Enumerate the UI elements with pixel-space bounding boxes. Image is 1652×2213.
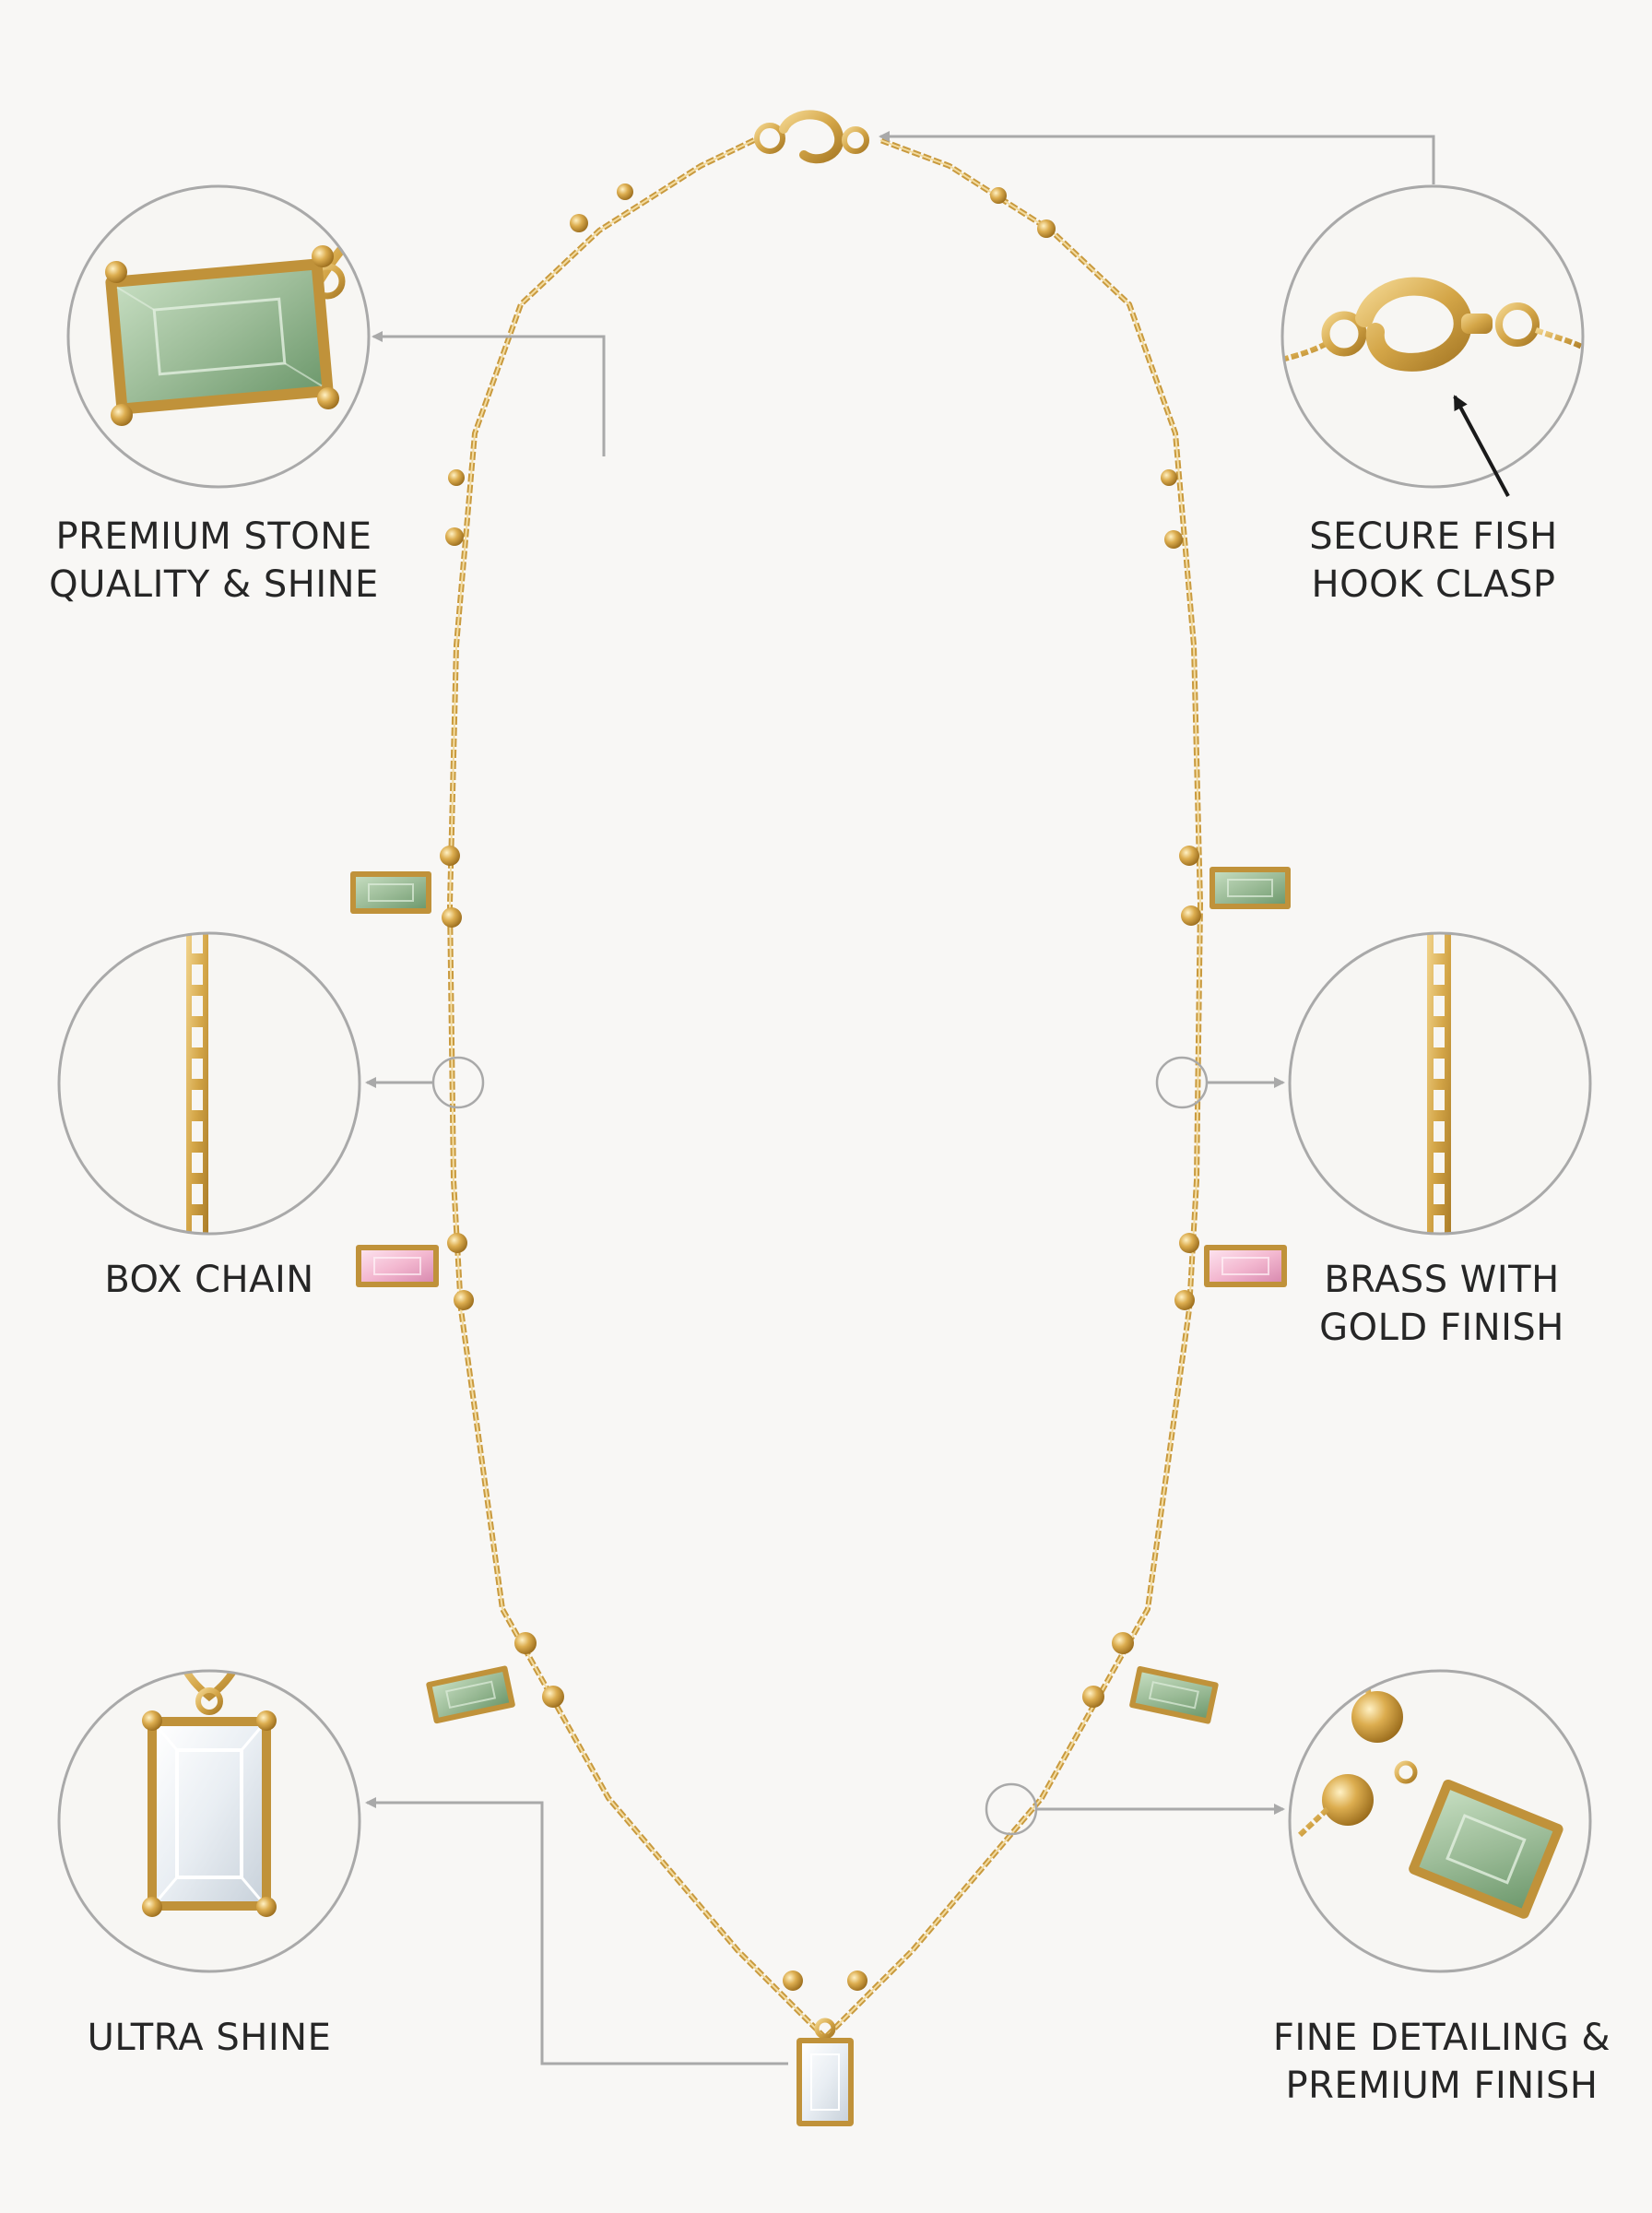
pink-stone-charm [1204, 1245, 1287, 1287]
callout-line-shine [365, 1797, 788, 2065]
feature-label-line: QUALITY & SHINE [49, 563, 379, 606]
bead [1082, 1686, 1104, 1708]
bead [570, 214, 588, 232]
bead [1181, 905, 1201, 926]
fish-hook-clasp-closeup [1280, 184, 1585, 497]
feature-label-line: BRASS WITH [1324, 1259, 1560, 1301]
feature-label-line: GOLD FINISH [1319, 1307, 1564, 1349]
callout-line-clasp [879, 131, 1435, 184]
clear-stone-pendant [796, 2018, 854, 2126]
bead [1179, 1233, 1199, 1253]
bead [1174, 1290, 1195, 1310]
feature-label-detailing: FINE DETAILING & PREMIUM FINISH [1248, 2014, 1635, 2110]
feature-label-line: BOX CHAIN [104, 1259, 314, 1301]
charm-stones [350, 867, 1291, 2126]
bead [514, 1632, 537, 1654]
black-pointer-arrow [1453, 395, 1510, 497]
bead [1161, 469, 1177, 486]
callout-line-stone [372, 331, 606, 456]
necklace [350, 110, 1291, 2126]
bead [783, 1970, 803, 1991]
bead [617, 183, 633, 200]
chain-highlight [449, 139, 1201, 2039]
feature-label-line: PREMIUM FINISH [1285, 2065, 1599, 2107]
bead [542, 1686, 564, 1708]
pink-stone-charm [356, 1245, 439, 1287]
bead [447, 1233, 467, 1253]
box-chain-closeup [57, 931, 361, 1236]
green-stone-charm [1210, 867, 1291, 909]
feature-label-box-chain: BOX CHAIN [16, 1256, 403, 1304]
bead [1112, 1632, 1134, 1654]
gold-chain-closeup [1288, 931, 1592, 1236]
clasp [754, 110, 869, 164]
bead [442, 907, 462, 928]
bead [454, 1290, 474, 1310]
bead [1179, 846, 1199, 866]
bead [445, 527, 464, 546]
green-stone-charm [350, 871, 431, 914]
bead [448, 469, 465, 486]
zoom-marker [431, 1056, 485, 1109]
feature-label-line: ULTRA SHINE [87, 2017, 332, 2059]
feature-label-line: HOOK CLASP [1311, 563, 1556, 606]
bead [1164, 530, 1183, 549]
feature-label-line: FINE DETAILING & [1272, 2017, 1611, 2059]
green-stone-charm [426, 1665, 515, 1724]
chain-beads [440, 183, 1201, 1991]
feature-label-clasp: SECURE FISH HOOK CLASP [1240, 513, 1627, 609]
bead [990, 187, 1007, 204]
bead [1037, 219, 1056, 238]
feature-label-brass: BRASS WITH GOLD FINISH [1248, 1256, 1635, 1352]
bead [847, 1970, 867, 1991]
green-baguette-stone-closeup [66, 184, 371, 489]
feature-label-stone: PREMIUM STONE QUALITY & SHINE [20, 513, 407, 609]
bead [440, 846, 460, 866]
clear-stone-closeup [57, 1669, 361, 1973]
green-stone-charm [1129, 1665, 1219, 1724]
box-chain [447, 137, 1203, 2041]
feature-label-line: PREMIUM STONE [55, 515, 372, 558]
feature-label-line: SECURE FISH [1309, 515, 1558, 558]
feature-label-shine: ULTRA SHINE [16, 2014, 403, 2062]
callout-lines [365, 131, 1435, 2065]
bead-and-stone-closeup [1288, 1669, 1592, 1973]
